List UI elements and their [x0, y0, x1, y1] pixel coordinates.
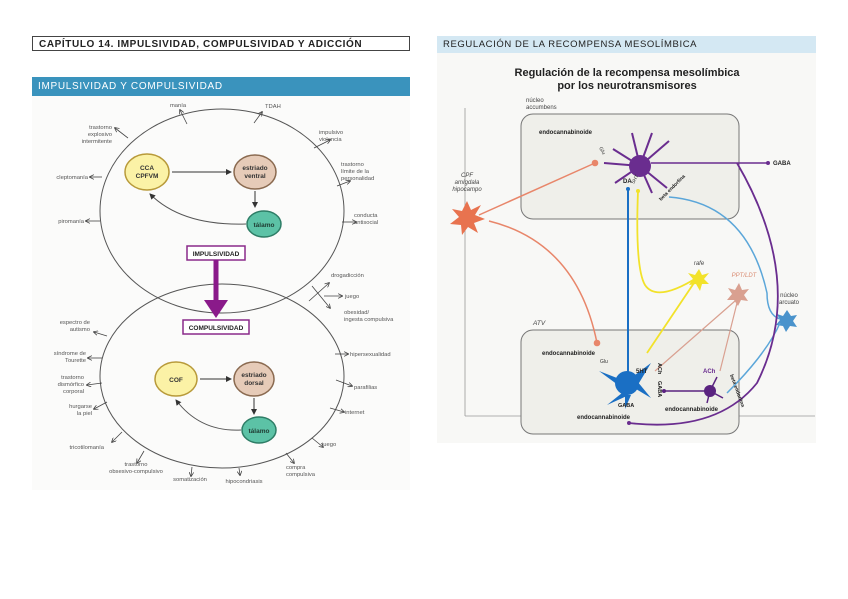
svg-text:ACh: ACh: [656, 363, 662, 375]
nac-endocannabinoid-label: endocannabinoide: [539, 130, 593, 136]
section-title-reward: REGULACIÓN DE LA RECOMPENSA MESOLÍMBICA: [437, 36, 816, 53]
pptldt-label: PPT/LDT: [732, 273, 758, 279]
svg-text:Glu: Glu: [597, 146, 606, 156]
dorsal-striatum-node: [233, 361, 275, 397]
svg-text:COF: COF: [169, 377, 183, 384]
label-gambling-shared: juego: [344, 294, 359, 300]
svg-text:tálamo: tálamo: [254, 222, 275, 229]
label-kleptomania: cleptomanía: [56, 175, 88, 181]
label-hypersexuality: hipersexualidad: [350, 352, 391, 358]
thalamus-node-bottom: [241, 416, 277, 444]
vta-endocannabinoid-label: endocannabinoide: [542, 351, 596, 357]
rafe-label: rafe: [694, 261, 705, 267]
label-gambling: juego: [321, 442, 336, 448]
label-paraphilias: parafilias: [354, 385, 377, 391]
figure-title: Regulación de la recompensa mesolímbica: [515, 67, 741, 79]
label-mania: manía: [170, 103, 187, 109]
da-label: DA: [623, 179, 632, 185]
impulsivity-circle: [99, 108, 345, 314]
cpf-neuron: [450, 201, 485, 235]
mesolimbic-reward-diagram: Regulación de la recompensa mesolímbica …: [437, 53, 816, 443]
pptldt-neuron: [727, 283, 749, 306]
ventral-striatum-node: [233, 154, 277, 190]
svg-text:COMPULSIVIDAD: COMPULSIVIDAD: [189, 325, 244, 332]
impulsivity-to-compulsivity-arrow: [204, 300, 228, 318]
vta-endocannabinoid-label-2: endocannabinoide: [577, 415, 631, 421]
svg-text:IMPULSIVIDAD: IMPULSIVIDAD: [193, 251, 240, 258]
svg-text:GABA: GABA: [656, 381, 662, 397]
label-internet: internet: [345, 410, 365, 416]
section-title-impulsivity: IMPULSIVIDAD Y COMPULSIVIDAD: [32, 77, 410, 96]
compulsivity-label-box: [182, 319, 250, 335]
svg-text:tálamo: tálamo: [249, 428, 270, 435]
label-tdah: TDAH: [265, 104, 281, 110]
thalamus-node-top: [246, 210, 282, 238]
vta-da-neuron: [599, 363, 651, 409]
atv-label: ATV: [532, 320, 546, 327]
label-hypochondriasis: hipocondriasis: [225, 479, 262, 485]
svg-text:GABA: GABA: [618, 403, 634, 409]
gaba-output-label: GABA: [773, 161, 791, 167]
label-pyromania: piromanía: [58, 219, 85, 225]
svg-text:5HT: 5HT: [631, 174, 641, 185]
interneuron-endocannabinoid-label: endocannabinoide: [665, 407, 719, 413]
label-drug-addiction: drogadicción: [331, 273, 364, 279]
svg-text:5HT: 5HT: [636, 369, 648, 375]
chapter-title: CAPÍTULO 14. IMPULSIVIDAD, COMPULSIVIDAD…: [32, 36, 410, 51]
cof-node: [154, 361, 198, 397]
svg-text:Glu: Glu: [600, 359, 608, 365]
figure-subtitle: por los neurotransmisores: [557, 80, 696, 92]
label-trichotillomania: tricotilomanía: [70, 445, 105, 451]
compulsivity-circle: [99, 283, 345, 469]
cca-cpfvm-node: [124, 153, 170, 191]
rafe-neuron: [688, 269, 709, 291]
arcuate-neuron: [776, 310, 797, 332]
ach-label: ACh: [703, 369, 716, 375]
label-obesity: obesidad/ingesta compulsiva: [344, 310, 394, 323]
label-somatization: somatización: [173, 477, 207, 483]
